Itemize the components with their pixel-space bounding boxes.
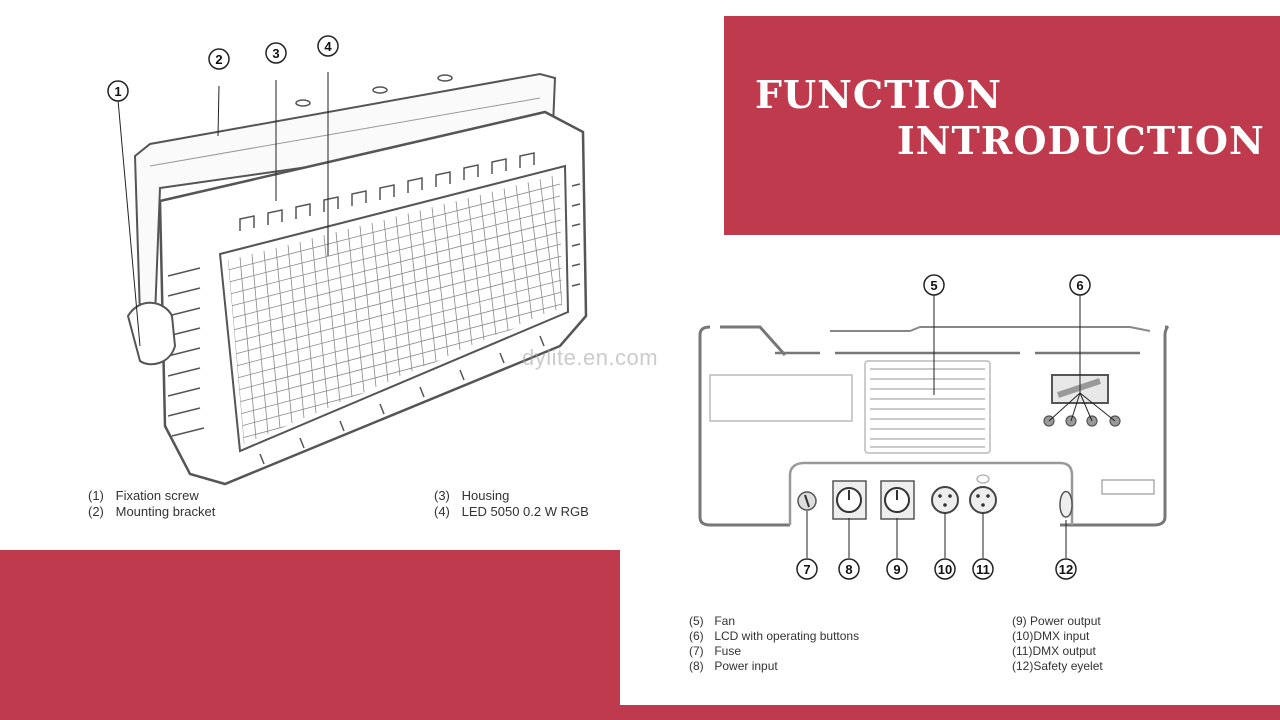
page-title-line-1: FUNCTION <box>755 72 1002 117</box>
legend-item-8: (8) Power input <box>689 659 778 673</box>
back-legend-left: (5) Fan (6) LCD with operating buttons (… <box>689 614 859 674</box>
legend-item-5: (5) Fan <box>689 614 736 628</box>
callout-9: 9 <box>893 562 900 577</box>
callout-8: 8 <box>845 562 852 577</box>
legend-item-7: (7) Fuse <box>689 644 742 658</box>
back-view-panel: 5 6 7 8 9 10 11 12 (5) Fan (6) LCD with … <box>620 235 1280 705</box>
page-title-line-2: INTRODUCTION <box>897 118 1265 163</box>
top-white-strip <box>0 0 1280 16</box>
legend-item-6: (6) LCD with operating buttons <box>689 629 860 643</box>
legend-item-9: (9) Power output <box>1012 614 1101 628</box>
front-view-drawing: 1 2 3 4 <box>107 35 588 486</box>
front-legend-left: (1) Fixation screw (2) Mounting bracket <box>88 488 215 520</box>
callout-5: 5 <box>930 278 937 293</box>
watermark: dylite.en.com <box>522 345 659 370</box>
legend-item-11: (11)DMX output <box>1012 644 1096 658</box>
legend-item-4: (4) LED 5050 0.2 W RGB <box>434 504 589 519</box>
callout-1: 1 <box>114 84 121 99</box>
back-view-drawing: 5 6 7 8 9 10 11 12 <box>698 274 1169 580</box>
callout-10: 10 <box>938 562 952 577</box>
callout-2: 2 <box>215 52 222 67</box>
front-legend-right: (3) Housing (4) LED 5050 0.2 W RGB <box>434 488 589 520</box>
legend-item-3: (3) Housing <box>434 488 510 503</box>
callout-11: 11 <box>976 562 990 577</box>
legend-item-2: (2) Mounting bracket <box>88 504 216 519</box>
callout-12: 12 <box>1059 562 1073 577</box>
callout-3: 3 <box>272 46 279 61</box>
callout-4: 4 <box>324 39 332 54</box>
legend-item-12: (12)Safety eyelet <box>1012 659 1103 673</box>
legend-item-1: (1) Fixation screw <box>88 488 199 503</box>
callout-7: 7 <box>803 562 810 577</box>
back-legend-right: (9) Power output (10)DMX input (11)DMX o… <box>1012 614 1103 674</box>
legend-item-10: (10)DMX input <box>1012 629 1090 643</box>
front-view-panel: 1 2 3 4 (1) Fixation screw (2) Mounting … <box>0 16 724 550</box>
callout-6: 6 <box>1076 278 1083 293</box>
